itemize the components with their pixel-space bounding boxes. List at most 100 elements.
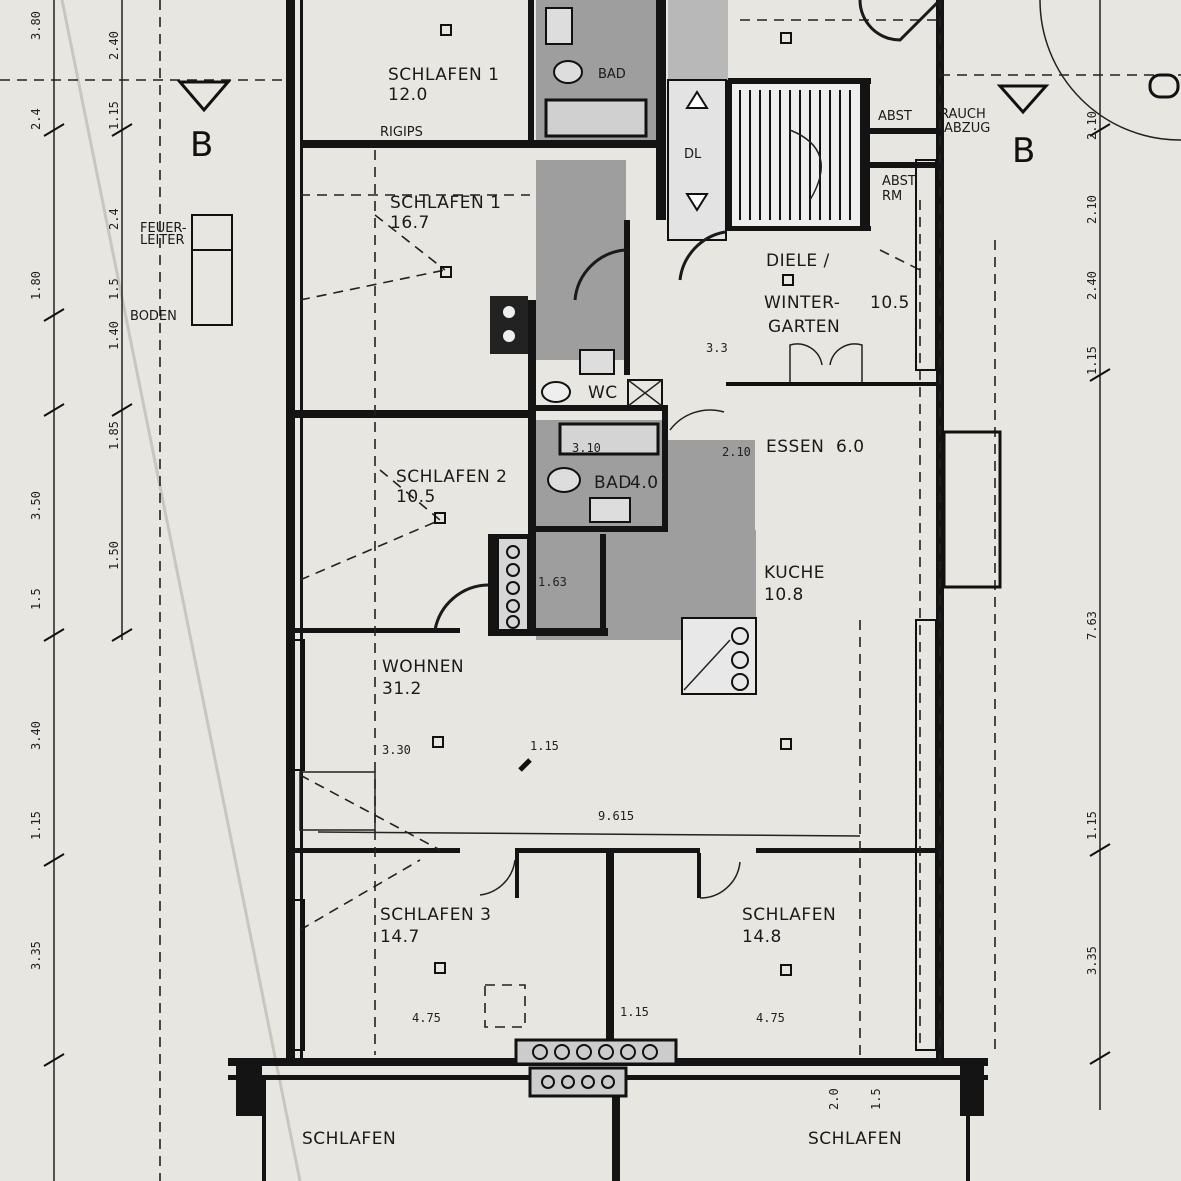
- wall-schlafen-bottom-row-2: [515, 848, 700, 853]
- dimension-text: 1.5: [107, 278, 121, 300]
- radiator-coil: [554, 1044, 570, 1060]
- counter-dot: [506, 615, 520, 629]
- dimension-texts-left: 3.802.402.41.801.401.853.501.503.401.153…: [29, 11, 121, 970]
- stove-block-top: [490, 296, 528, 354]
- wall-abst: [870, 128, 936, 134]
- top-door-arc: [858, 0, 942, 42]
- dimension-tick: [43, 1053, 65, 1067]
- top-stair-fill: [668, 0, 728, 80]
- radiator: [514, 1038, 678, 1066]
- ceiling-marker: [440, 266, 452, 278]
- door-swing: [433, 583, 489, 631]
- radiator-coil: [620, 1044, 636, 1060]
- dimension-text: 3.50: [29, 491, 43, 520]
- room-note-rauch: RAUCH: [940, 107, 986, 122]
- dimension-text: 2.4: [29, 108, 43, 130]
- room-area-bad2: 4.0: [630, 473, 659, 493]
- radiator-lower: [528, 1066, 628, 1098]
- ceiling-marker: [780, 964, 792, 976]
- room-label-schlafen4: SCHLAFEN: [742, 905, 836, 925]
- room-area-wohnen: 31.2: [382, 679, 422, 699]
- dimension-text: 3.35: [1085, 946, 1099, 975]
- top-right-arc: [1039, 0, 1181, 141]
- sink-bowl: [731, 673, 749, 691]
- room-label-abst-rm-sub: RM: [882, 189, 902, 204]
- wohnen-dim-left: 3.30: [382, 743, 411, 757]
- wall-stair-top: [726, 78, 871, 84]
- wall-stair-bottom: [726, 226, 871, 231]
- wall-schlafen1-bottom: [303, 140, 663, 148]
- dimension-tick: [43, 853, 65, 867]
- dimension-text: 3.80: [29, 11, 43, 40]
- dimension-text: 3.35: [29, 941, 43, 970]
- outer-wall-left: [286, 0, 295, 1065]
- wall-stair-right: [860, 82, 870, 230]
- boden-label: BODEN: [130, 309, 177, 324]
- door-swing: [573, 248, 626, 301]
- bad2-dim: 3.10: [572, 441, 601, 455]
- wintergarten-door: [789, 343, 863, 382]
- wall-bad2-right: [662, 405, 668, 530]
- wall-stub-left: [515, 853, 519, 898]
- counter-dot: [506, 563, 520, 577]
- wohnen-window-box: [299, 771, 376, 831]
- top-right-fixture: [1148, 73, 1180, 99]
- room-label-dl: DL: [684, 147, 702, 162]
- wall-wc-bottom: [536, 405, 666, 411]
- dimension-tick: [1089, 123, 1111, 137]
- dimension-tick: [43, 123, 65, 137]
- wall-schlafen-bottom-row-3: [756, 848, 936, 853]
- room-label-schlafen3: SCHLAFEN 3: [380, 905, 491, 925]
- bathtub-top: [544, 98, 648, 138]
- feuerleiter-label-1: FEUER-: [140, 221, 187, 236]
- dimension-tick: [111, 403, 133, 417]
- stair-treads: [739, 90, 851, 220]
- wohnen-dim-mid: 1.15: [530, 739, 559, 753]
- radiator-coil: [581, 1075, 595, 1089]
- dimension-text: 2.40: [107, 31, 121, 60]
- right-balcony-window: [942, 430, 1002, 589]
- room-area-schlafen4: 14.8: [742, 927, 782, 947]
- dimension-text: 1.15: [107, 101, 121, 130]
- essen-dim: 2.10: [722, 445, 751, 459]
- kitchen-counter-right: [681, 617, 757, 695]
- dimension-tick: [43, 628, 65, 642]
- section-marker-label: B: [190, 125, 213, 165]
- wall-bad2-bottom: [536, 526, 668, 532]
- stair-curve: [789, 129, 822, 201]
- dashed-line: [299, 269, 446, 301]
- fire-ladder-box: [191, 214, 233, 326]
- dimension-text: 1.5: [869, 1088, 883, 1110]
- wc-sink: [579, 349, 615, 375]
- room-area-schlafen3: 14.7: [380, 927, 420, 947]
- stove-burner: [503, 330, 515, 342]
- bad2-tub: [558, 422, 660, 456]
- counter-dot: [506, 599, 520, 613]
- wall-schlafen-divider: [606, 853, 614, 1058]
- room-note-rigips: RIGIPS: [380, 125, 423, 140]
- wc-toilet: [541, 381, 571, 403]
- dimension-text: 1.15: [1085, 346, 1099, 375]
- shaft-cross: [627, 379, 663, 407]
- stove-burner: [503, 306, 515, 318]
- room-area-schlafen2: 10.5: [396, 487, 436, 507]
- wohnen-span-line: [317, 831, 861, 837]
- dashed-line: [299, 774, 441, 851]
- door-swing: [479, 859, 516, 896]
- dimension-texts-right: 2.102.401.157.631.153.352.101.52.0: [827, 111, 1099, 1110]
- radiator-coil: [601, 1075, 615, 1089]
- dimension-text: 2.0: [827, 1088, 841, 1110]
- dl-arrow-down: [685, 193, 709, 212]
- right-window-strip-top: [915, 159, 937, 371]
- dimension-tick: [111, 123, 133, 137]
- dimension-text: 1.15: [1085, 811, 1099, 840]
- paper-crease: [60, 0, 302, 1181]
- door-swing: [699, 861, 741, 899]
- schlafen3-dim: 4.75: [412, 1011, 441, 1025]
- wall-core-bottom: [488, 628, 608, 636]
- room-label-diele-2: WINTER-: [764, 293, 840, 313]
- room-note-abzug: ABZUG: [944, 121, 990, 136]
- room-label-bottom-left: SCHLAFEN: [302, 1129, 396, 1149]
- kueche-dim: 1.63: [538, 575, 567, 589]
- dimension-tick: [1089, 368, 1111, 382]
